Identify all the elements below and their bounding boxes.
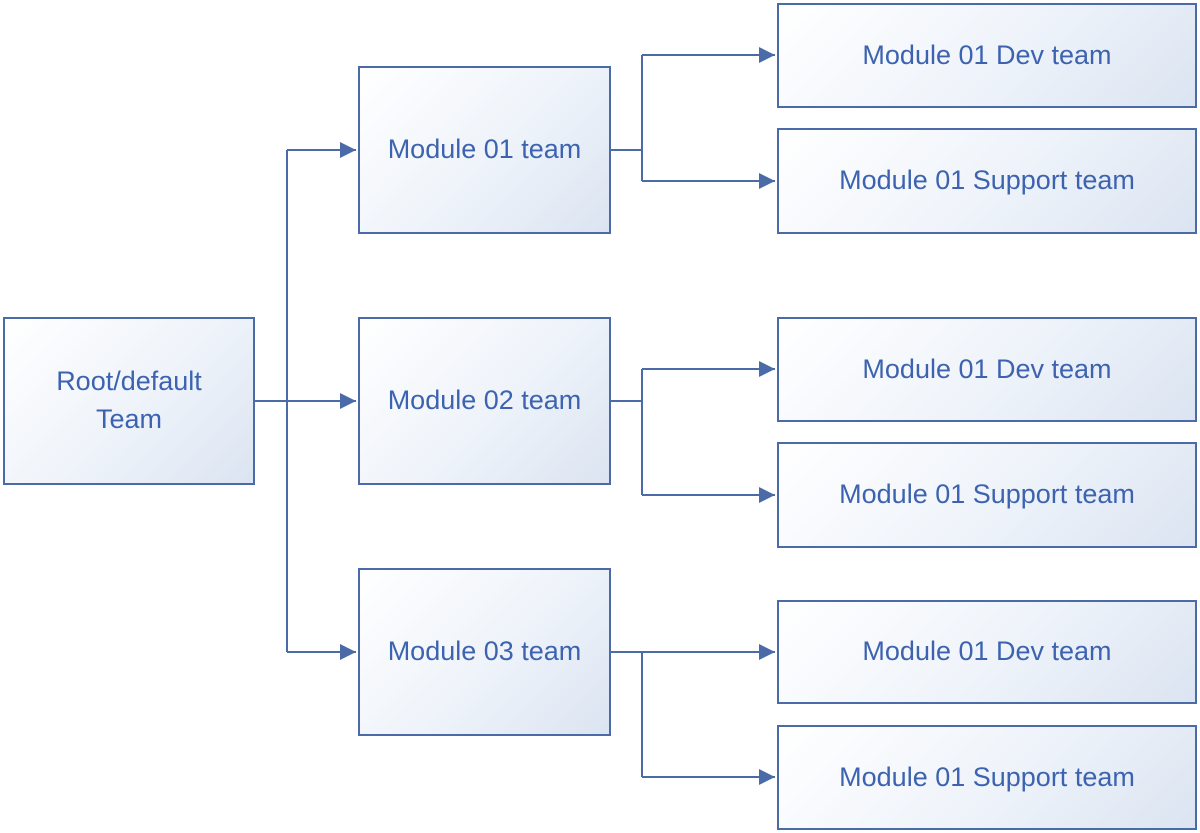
module-03-team-box: Module 03 team [358, 568, 611, 736]
module-02-support-team-box: Module 01 Support team [777, 442, 1197, 548]
module-03-dev-team-box: Module 01 Dev team [777, 600, 1197, 704]
module-03-dev-team-label: Module 01 Dev team [862, 636, 1112, 667]
module-02-dev-team-box: Module 01 Dev team [777, 317, 1197, 422]
root-default-team-box: Root/default Team [3, 317, 255, 485]
module-01-team-box: Module 01 team [358, 66, 611, 234]
module-01-dev-team-label: Module 01 Dev team [862, 39, 1112, 70]
module-01-dev-team-box: Module 01 Dev team [777, 3, 1197, 108]
module-03-support-team-box: Module 01 Support team [777, 725, 1197, 830]
module-02-dev-team-label: Module 01 Dev team [862, 353, 1112, 384]
module-03-support-team-label: Module 01 Support team [839, 761, 1135, 792]
root-default-team-label: Root/default Team [56, 366, 202, 434]
module-02-team-label: Module 02 team [387, 385, 582, 416]
module-01-support-team-label: Module 01 Support team [839, 165, 1135, 196]
module-02-support-team-label: Module 01 Support team [839, 479, 1135, 510]
module-01-support-team-box: Module 01 Support team [777, 128, 1197, 234]
module-02-team-box: Module 02 team [358, 317, 611, 485]
module-01-team-label: Module 01 team [387, 134, 582, 165]
module-03-team-label: Module 03 team [387, 636, 582, 667]
